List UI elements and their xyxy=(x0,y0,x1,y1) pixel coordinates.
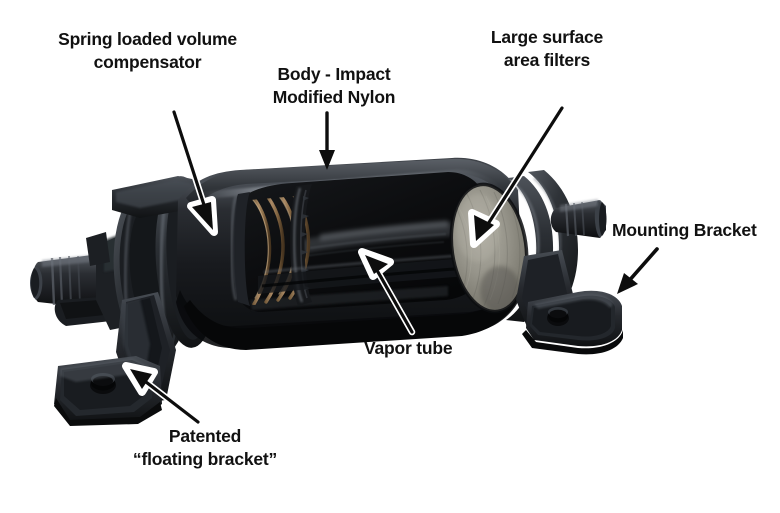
mounting-bracket-foot xyxy=(522,290,623,355)
cutaway-left-lip xyxy=(233,192,250,306)
arrow-mounting-bracket xyxy=(617,247,659,294)
cavity-wall-highlight xyxy=(300,222,452,254)
callout-vapor-tube: Vapor tube xyxy=(364,338,453,358)
arrow-patented-floating-bracket xyxy=(122,362,202,426)
callout-large-surface-area-filters: Large surface area filters xyxy=(490,27,604,70)
filter-body-housing xyxy=(176,157,522,350)
callout-patented-floating-bracket: Patented “floating bracket” xyxy=(132,426,278,469)
arrow-vapor-tube xyxy=(358,248,416,336)
callout-body-impact-modified-nylon: Body - Impact Modified Nylon xyxy=(272,64,396,107)
callout-arrow-layer xyxy=(122,104,659,426)
arrow-spring-loaded-volume-compensator xyxy=(170,108,218,236)
outlet-barb-fitting xyxy=(550,199,607,238)
callout-mounting-bracket: Mounting Bracket xyxy=(612,220,757,240)
arrow-large-surface-area-filters xyxy=(468,104,566,248)
rear-locating-tab xyxy=(86,232,110,266)
callout-spring-loaded-volume-compensator: Spring loaded volume compensator xyxy=(58,29,237,72)
arrow-body-impact-modified-nylon xyxy=(319,111,335,170)
